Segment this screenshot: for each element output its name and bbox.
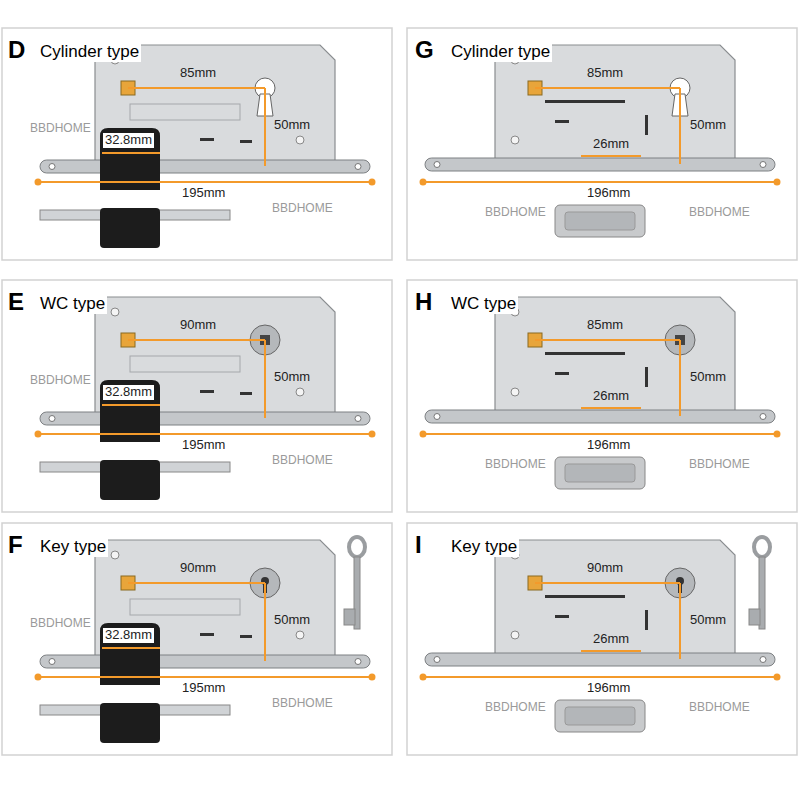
watermark: BBDHOME — [687, 206, 752, 220]
dimension-label: 26mm — [591, 632, 631, 647]
dimension-label: 196mm — [585, 681, 632, 696]
panel-letter: I — [413, 531, 424, 559]
type-name: WC type — [38, 294, 107, 314]
dimension-label: 90mm — [585, 561, 625, 576]
dimension-label: 195mm — [180, 186, 227, 201]
watermark: BBDHOME — [28, 374, 93, 388]
dimension-label: 50mm — [272, 370, 312, 385]
type-name: WC type — [449, 294, 518, 314]
dimension-label: 196mm — [585, 186, 632, 201]
watermark: BBDHOME — [687, 458, 752, 472]
type-name: Cylinder type — [449, 42, 552, 62]
watermark: BBDHOME — [270, 202, 335, 216]
dimension-label: 195mm — [180, 438, 227, 453]
dimension-label: 50mm — [688, 370, 728, 385]
dimension-label: 195mm — [180, 681, 227, 696]
dimension-label: 26mm — [591, 137, 631, 152]
panel-letter: D — [6, 36, 27, 64]
dimension-label: 26mm — [591, 389, 631, 404]
dimension-label: 32.8mm — [103, 385, 154, 400]
dimension-label: 90mm — [178, 318, 218, 333]
dimension-label: 196mm — [585, 438, 632, 453]
watermark: BBDHOME — [270, 697, 335, 711]
panel-letter: G — [413, 36, 436, 64]
watermark: BBDHOME — [687, 701, 752, 715]
watermark: BBDHOME — [483, 206, 548, 220]
panel-letter: E — [6, 288, 26, 316]
watermark: BBDHOME — [270, 454, 335, 468]
dimension-label: 85mm — [585, 66, 625, 81]
type-name: Key type — [449, 537, 519, 557]
panel-letter: H — [413, 288, 434, 316]
type-name: Cylinder type — [38, 42, 141, 62]
watermark: BBDHOME — [483, 458, 548, 472]
dimension-label: 50mm — [272, 118, 312, 133]
watermark: BBDHOME — [28, 122, 93, 136]
dimension-label: 85mm — [585, 318, 625, 333]
dimension-label: 32.8mm — [103, 133, 154, 148]
dimension-label: 32.8mm — [103, 628, 154, 643]
watermark: BBDHOME — [28, 617, 93, 631]
watermark: BBDHOME — [483, 701, 548, 715]
panel-letter: F — [6, 531, 25, 559]
dimension-label: 85mm — [178, 66, 218, 81]
dimension-label: 50mm — [688, 613, 728, 628]
panel-frames — [2, 28, 797, 755]
type-name: Key type — [38, 537, 108, 557]
dimension-label: 50mm — [688, 118, 728, 133]
dimension-label: 50mm — [272, 613, 312, 628]
dimension-label: 90mm — [178, 561, 218, 576]
